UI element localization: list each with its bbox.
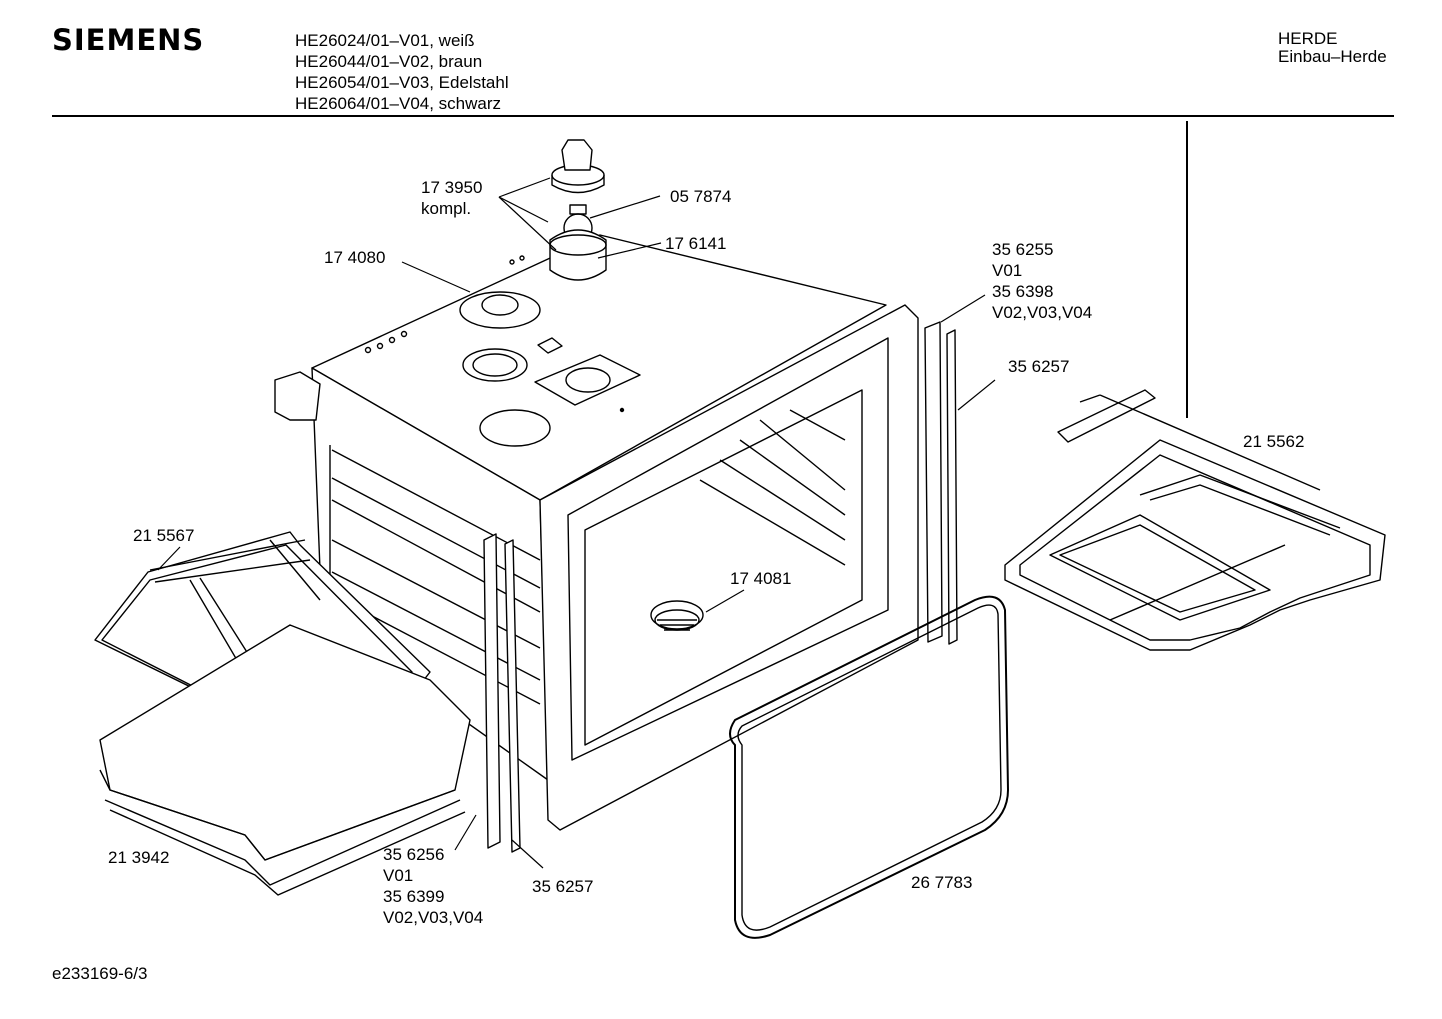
model-line: HE26044/01–V02, braun [295, 52, 483, 71]
part-label: 17 6141 [665, 234, 727, 253]
model-line: HE26024/01–V01, weiß [295, 31, 475, 50]
part-label: 05 7874 [670, 187, 732, 206]
header-rule [52, 115, 1394, 117]
part-label: 17 4081 [730, 569, 792, 588]
part-label: 26 7783 [911, 873, 973, 892]
seal-strips [483, 321, 958, 853]
door-gasket [729, 595, 1009, 939]
part-label: 35 6257 [1008, 357, 1070, 376]
heating-element-upper [1004, 389, 1386, 651]
model-line: HE26054/01–V03, Edelstahl [295, 73, 509, 92]
category-line: HERDE [1278, 29, 1338, 48]
part-label: 21 5562 [1243, 432, 1305, 451]
part-label: 17 4080 [324, 248, 386, 267]
leader-lines [157, 177, 996, 869]
model-line: HE26064/01–V04, schwarz [295, 94, 502, 113]
category-line: Einbau–Herde [1278, 47, 1387, 66]
part-label: 35 6255 V01 35 6398 V02,V03,V04 [992, 240, 1093, 322]
brand-logo: SIEMENS [52, 23, 205, 57]
top-sensor [459, 139, 607, 329]
model-list: HE26024/01–V01, weiß HE26044/01–V02, bra… [295, 30, 509, 114]
part-label: 21 5567 [133, 526, 195, 545]
part-label: 35 6257 [532, 877, 594, 896]
category-label: HERDE Einbau–Herde [1278, 30, 1387, 66]
part-label: 35 6256 V01 35 6399 V02,V03,V04 [383, 845, 484, 927]
baking-trays [99, 624, 471, 896]
document-id: e233169-6/3 [52, 964, 148, 983]
part-label: 17 3950 kompl. [421, 178, 483, 218]
part-label: 21 3942 [108, 848, 170, 867]
